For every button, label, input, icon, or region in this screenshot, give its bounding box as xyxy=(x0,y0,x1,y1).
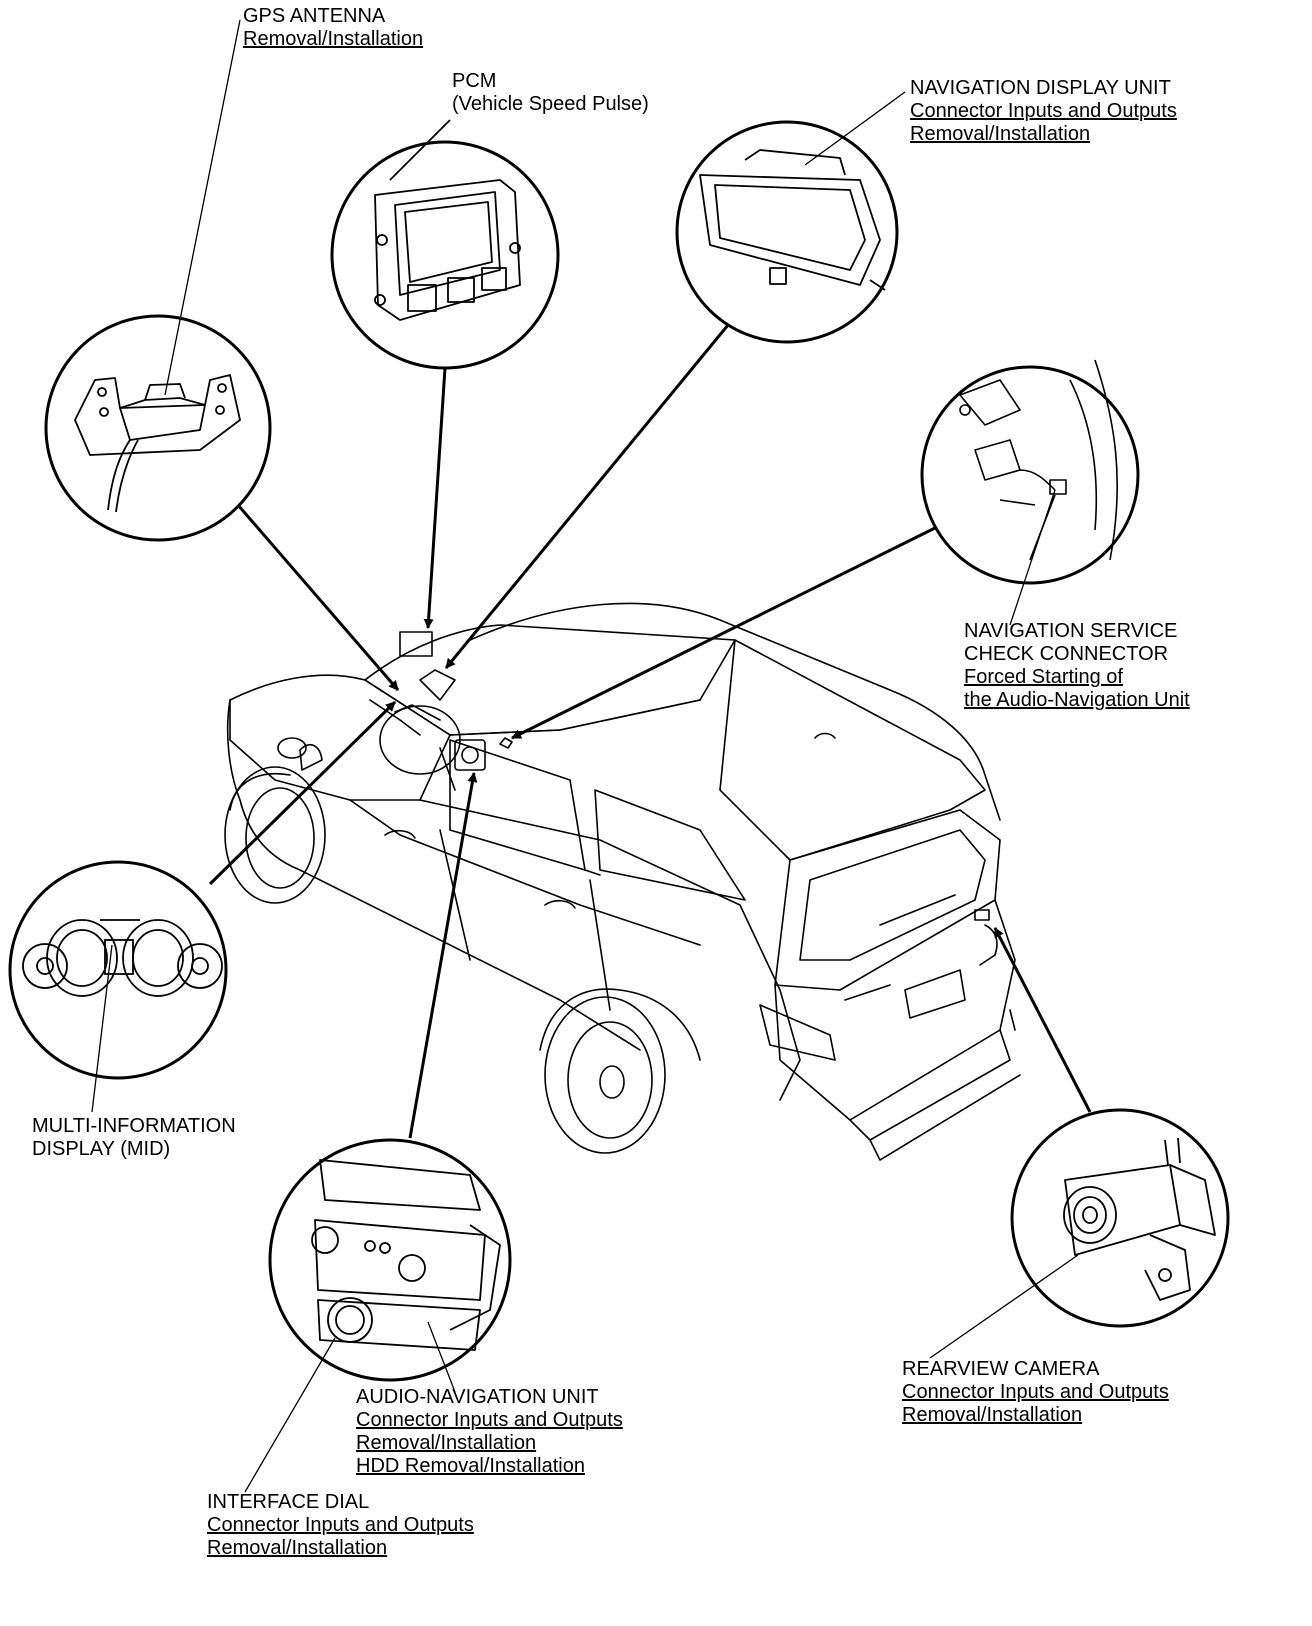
interface-dial-title: INTERFACE DIAL xyxy=(207,1491,370,1513)
multi-information-display-label: MULTI-INFORMATION DISPLAY (MID) xyxy=(32,1115,236,1161)
pcm-arrow xyxy=(423,367,447,629)
navigation-display-icon xyxy=(699,149,886,291)
audio-navigation-unit-icon xyxy=(311,1159,501,1351)
pcm-inset xyxy=(330,140,560,370)
rearview-camera-removal-link[interactable]: Removal/Installation xyxy=(902,1404,1083,1426)
gps-antenna-inset xyxy=(44,314,272,542)
navigation-service-check-connector-label: NAVIGATION SERVICE CHECK CONNECTOR Force… xyxy=(964,620,1190,712)
gps-antenna-removal-link[interactable]: Removal/Installation xyxy=(243,28,424,50)
inset-circles xyxy=(8,120,1230,1382)
gps-antenna-icon xyxy=(74,374,241,513)
audio-navigation-connector-link[interactable]: Connector Inputs and Outputs xyxy=(356,1409,623,1431)
forced-starting-link-line-1[interactable]: Forced Starting of xyxy=(964,666,1123,688)
navigation-display-arrow xyxy=(444,324,730,669)
vehicle-illustration xyxy=(224,602,1021,1161)
audio-navigation-unit-label: AUDIO-NAVIGATION UNIT Connector Inputs a… xyxy=(356,1386,623,1478)
audio-navigation-unit-title: AUDIO-NAVIGATION UNIT xyxy=(356,1386,599,1408)
pcm-label: PCM (Vehicle Speed Pulse) xyxy=(452,70,649,116)
navigation-display-unit-inset xyxy=(675,120,899,344)
service-check-connector-arrow xyxy=(511,526,936,740)
navigation-display-removal-link[interactable]: Removal/Installation xyxy=(910,123,1091,145)
leader-arrows xyxy=(208,324,1092,1139)
gps-antenna-arrow xyxy=(236,504,400,691)
audio-navigation-arrow xyxy=(408,772,478,1139)
service-check-title-line-1: NAVIGATION SERVICE xyxy=(964,620,1178,642)
service-check-connector-icon xyxy=(959,359,1119,561)
navigation-display-unit-label: NAVIGATION DISPLAY UNIT Connector Inputs… xyxy=(910,77,1177,146)
rearview-camera-title: REARVIEW CAMERA xyxy=(902,1358,1100,1380)
rearview-camera-arrow xyxy=(993,927,1092,1113)
gauge-cluster-icon xyxy=(22,919,223,997)
interface-dial-label: INTERFACE DIAL Connector Inputs and Outp… xyxy=(207,1491,474,1560)
pcm-subtitle: (Vehicle Speed Pulse) xyxy=(452,93,649,115)
mid-title-line-1: MULTI-INFORMATION xyxy=(32,1115,236,1137)
interface-dial-connector-link[interactable]: Connector Inputs and Outputs xyxy=(207,1514,474,1536)
label-leaders xyxy=(91,19,1079,1493)
rearview-camera-inset xyxy=(1010,1108,1230,1328)
pcm-title: PCM xyxy=(452,70,497,92)
forced-starting-link-line-2[interactable]: the Audio-Navigation Unit xyxy=(964,689,1190,711)
service-check-title-line-2: CHECK CONNECTOR xyxy=(964,643,1169,665)
mid-arrow xyxy=(208,700,397,886)
gps-antenna-label: GPS ANTENNA Removal/Installation xyxy=(243,5,423,51)
rearview-camera-connector-link[interactable]: Connector Inputs and Outputs xyxy=(902,1381,1169,1403)
navigation-display-connector-link[interactable]: Connector Inputs and Outputs xyxy=(910,100,1177,122)
audio-navigation-removal-link[interactable]: Removal/Installation xyxy=(356,1432,537,1454)
navigation-display-unit-title: NAVIGATION DISPLAY UNIT xyxy=(910,77,1171,99)
rearview-camera-label: REARVIEW CAMERA Connector Inputs and Out… xyxy=(902,1358,1169,1427)
mid-title-line-2: DISPLAY (MID) xyxy=(32,1138,171,1160)
multi-information-display-inset xyxy=(8,860,228,1080)
navigation-service-check-connector-inset xyxy=(920,365,1140,585)
gps-antenna-title: GPS ANTENNA xyxy=(243,5,386,27)
interface-dial-removal-link[interactable]: Removal/Installation xyxy=(207,1537,388,1559)
pcm-icon xyxy=(374,119,521,321)
rearview-camera-icon xyxy=(1063,1137,1216,1301)
audio-navigation-hdd-link[interactable]: HDD Removal/Installation xyxy=(356,1455,585,1477)
